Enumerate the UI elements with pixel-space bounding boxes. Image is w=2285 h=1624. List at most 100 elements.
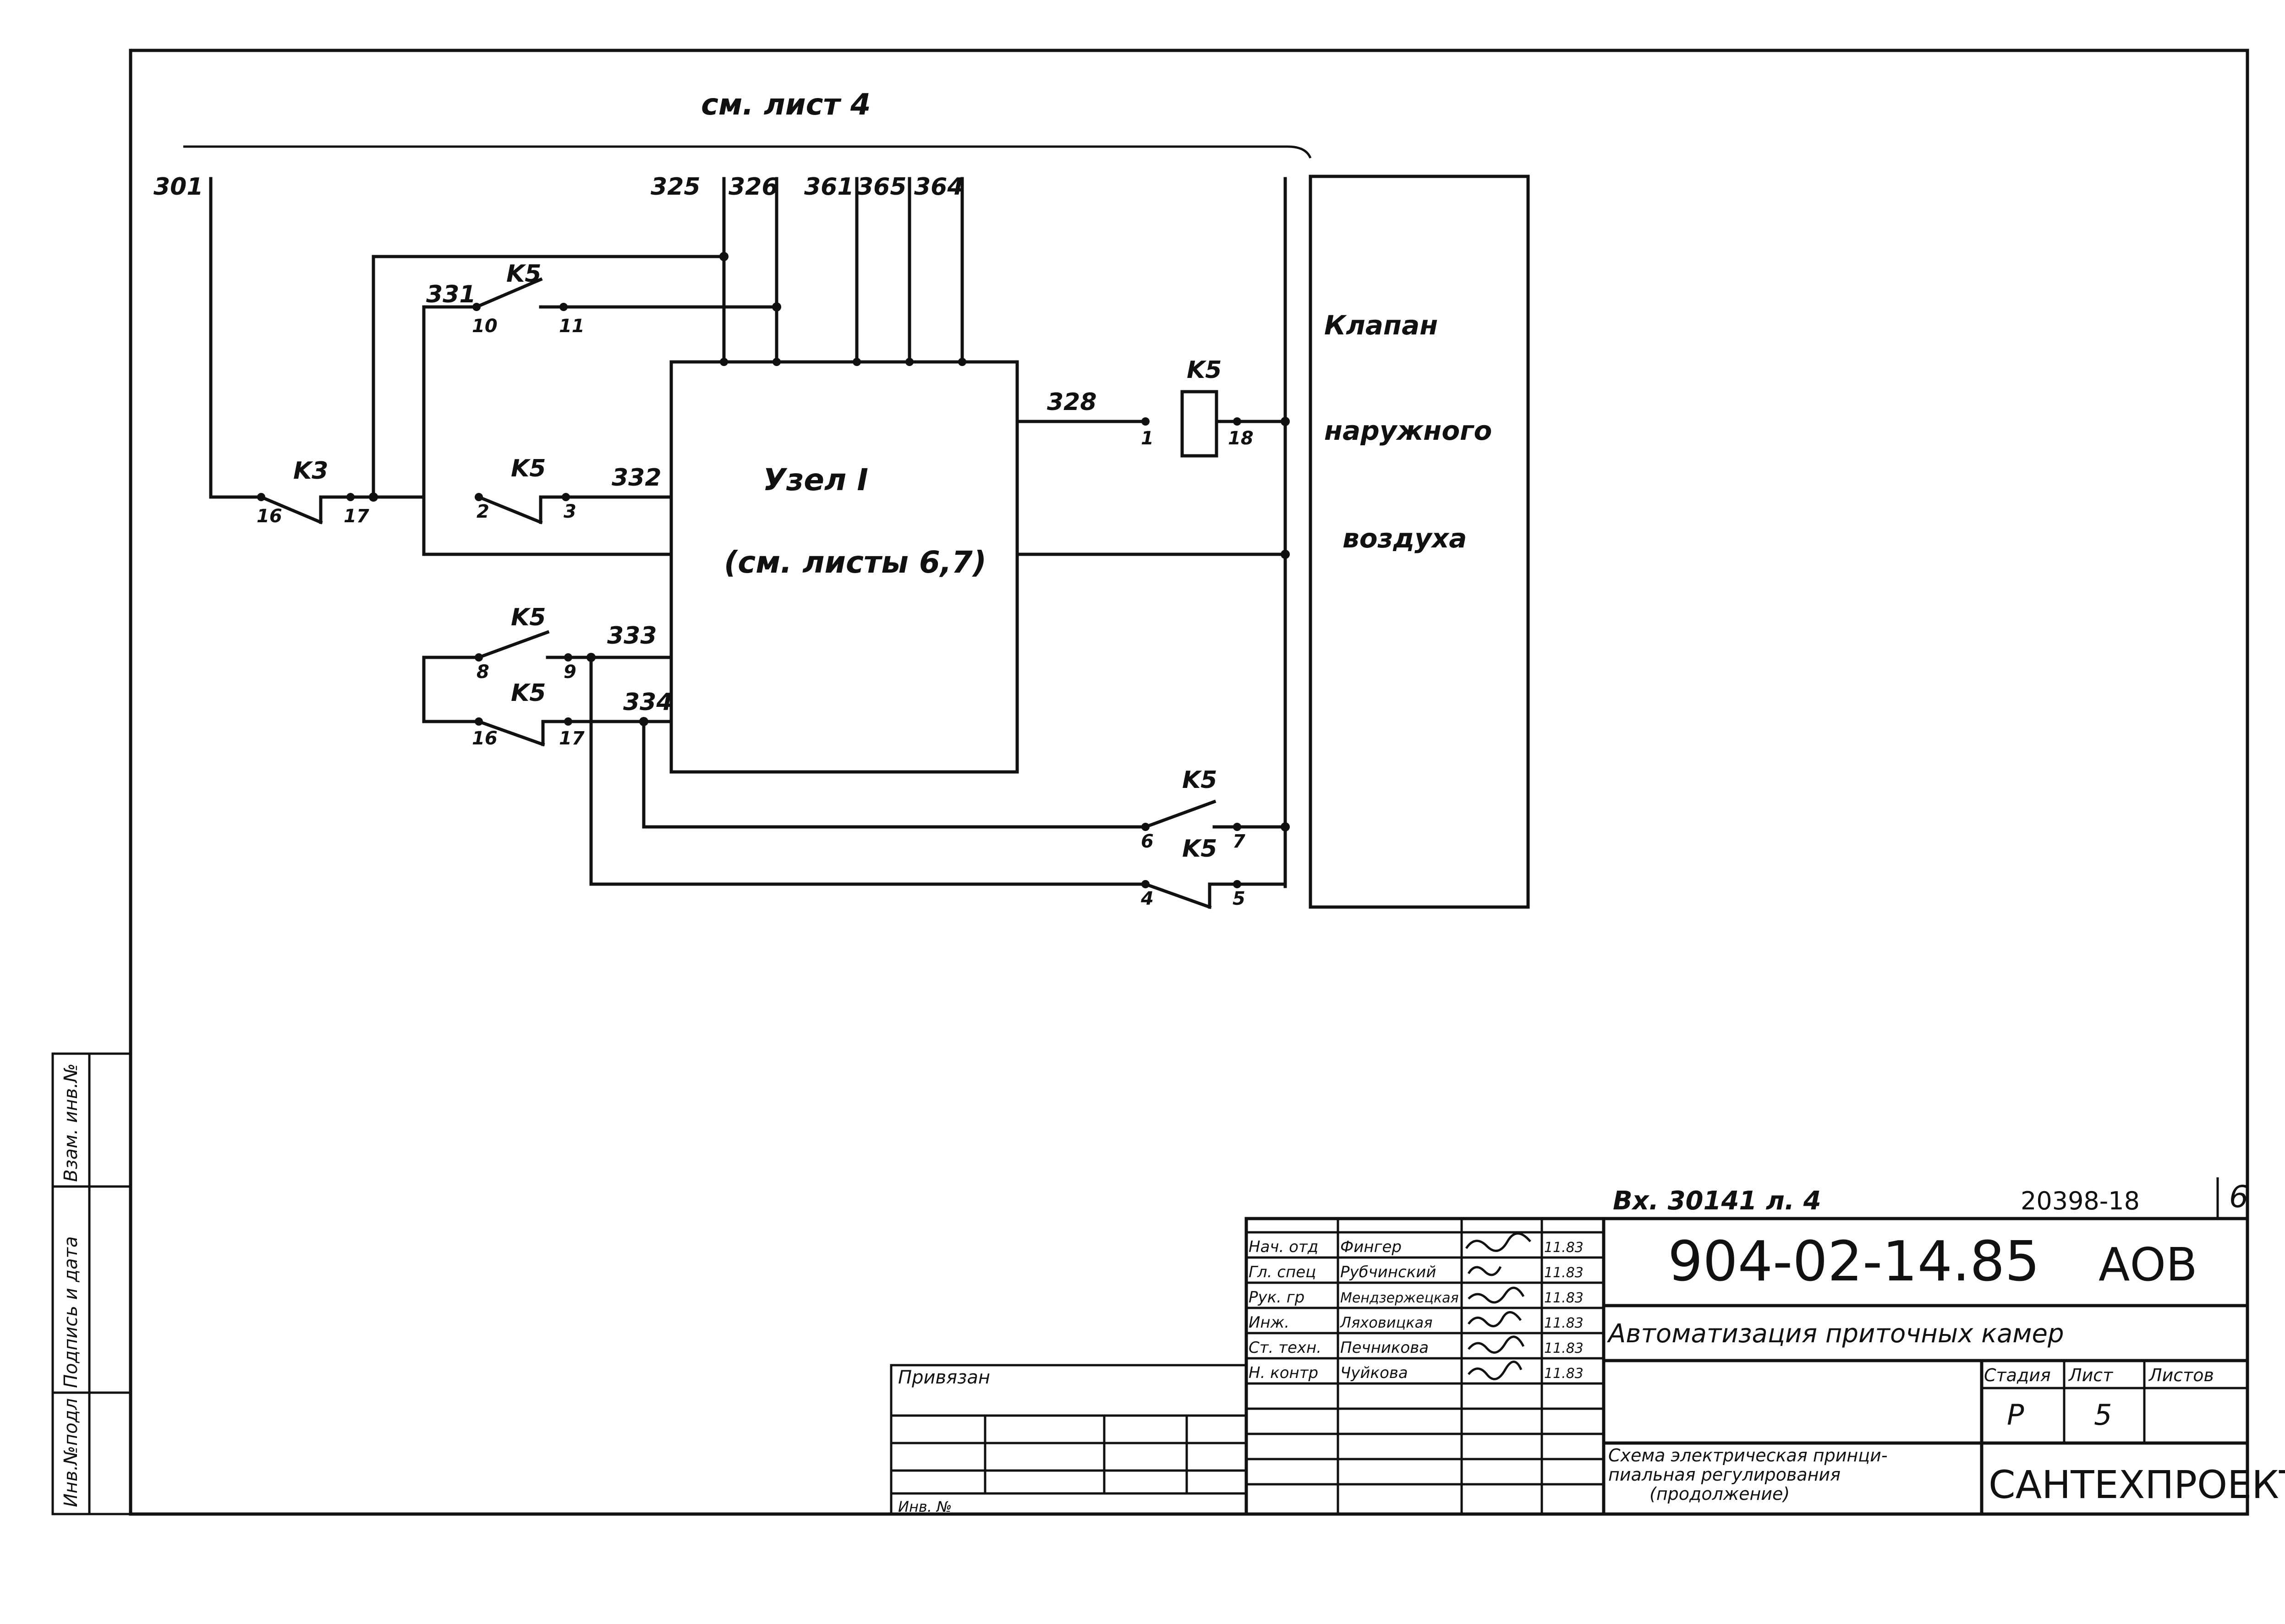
drawing-title-1: Схема электрическая принци- xyxy=(1608,1445,1888,1465)
svg-text:Печникова: Печникова xyxy=(1340,1339,1429,1357)
wire-331: 331 xyxy=(426,281,476,308)
node-title: Узел I xyxy=(763,462,868,498)
staff-row: Гл. спец Рубчинский 11.83 xyxy=(1249,1263,1584,1281)
ref-note: Вх. 30141 л. 4 xyxy=(1613,1186,1821,1216)
sheet-head: Лист xyxy=(2068,1365,2114,1385)
wire-365: 365 xyxy=(857,173,907,201)
junction-dots xyxy=(257,252,1290,888)
svg-text:Н. контр: Н. контр xyxy=(1249,1364,1318,1382)
side-stamp: Инв.№подл Подпись и дата Взам. инв.№ xyxy=(51,1052,132,1515)
pin-17b: 17 xyxy=(559,728,585,749)
svg-text:Фингер: Фингер xyxy=(1340,1238,1402,1256)
relay-k5-mid: K5 xyxy=(511,455,546,482)
pin-10: 10 xyxy=(472,316,498,337)
doc-code: 904-02-14.85 xyxy=(1668,1230,2040,1294)
relay-k5-top: K5 xyxy=(506,260,541,288)
pin-6: 6 xyxy=(1141,831,1154,852)
svg-text:Нач. отд: Нач. отд xyxy=(1249,1238,1318,1256)
svg-text:Инж.: Инж. xyxy=(1249,1313,1289,1332)
wire-364: 364 xyxy=(914,173,964,201)
pin-3: 3 xyxy=(564,501,576,522)
k5-contact-2-3 xyxy=(477,495,568,525)
svg-text:Ляховицкая: Ляховицкая xyxy=(1340,1314,1432,1331)
pin-7: 7 xyxy=(1233,831,1245,852)
k3-contact xyxy=(259,495,352,525)
node-ref: (см. листы 6,7) xyxy=(724,545,986,580)
relay-k3: K3 xyxy=(293,457,328,485)
svg-text:11.83: 11.83 xyxy=(1544,1290,1584,1306)
staff-row: Инж. Ляховицкая 11.83 xyxy=(1249,1313,1584,1332)
staff-row: Ст. техн. Печникова 11.83 xyxy=(1249,1339,1584,1357)
staff-row: Н. контр Чуйкова 11.83 xyxy=(1249,1364,1584,1382)
drawing-title-2: пиальная регулирования xyxy=(1608,1465,1841,1485)
svg-text:11.83: 11.83 xyxy=(1544,1315,1584,1331)
valve-line2: наружного xyxy=(1324,415,1492,446)
title-block: Вх. 30141 л. 4 20398-18 6 xyxy=(890,1177,2285,1516)
stage-head: Стадия xyxy=(1984,1365,2051,1385)
signatures xyxy=(1465,1232,1531,1380)
staff-row: Рук. гр Мендзержецкая 11.83 xyxy=(1249,1288,1584,1307)
svg-text:Рук. гр: Рук. гр xyxy=(1249,1288,1304,1307)
doc-suffix: АОВ xyxy=(2099,1238,2197,1291)
wire-361: 361 xyxy=(804,173,854,201)
pin-4: 4 xyxy=(1140,888,1154,909)
header-bracket xyxy=(183,145,1312,159)
sheet-corner-number: 6 xyxy=(2229,1179,2248,1214)
svg-text:Ст. техн.: Ст. техн. xyxy=(1249,1339,1321,1357)
pin-9: 9 xyxy=(564,662,576,683)
sheets-head: Листов xyxy=(2148,1365,2214,1385)
relay-k5-br2: K5 xyxy=(1182,835,1217,863)
pin-16b: 16 xyxy=(472,728,498,749)
wire-325: 325 xyxy=(651,173,701,201)
valve-line1: Клапан xyxy=(1324,310,1438,341)
feeder-lines xyxy=(209,177,1287,888)
stamp-sign-label: Подпись и дата xyxy=(60,1236,82,1388)
stage-value: Р xyxy=(2007,1398,2024,1432)
k5-contact-8-9 xyxy=(477,630,570,660)
pin-1: 1 xyxy=(1141,428,1154,449)
svg-text:Мендзержецкая: Мендзержецкая xyxy=(1340,1290,1459,1306)
staff-row: Нач. отд Фингер 11.83 xyxy=(1249,1238,1584,1256)
pin-16a: 16 xyxy=(257,506,282,527)
svg-text:11.83: 11.83 xyxy=(1544,1240,1584,1256)
valve-line3: воздуха xyxy=(1343,523,1467,554)
relay-k5-br1: K5 xyxy=(1182,766,1217,794)
wire-334: 334 xyxy=(623,689,673,716)
pin-2: 2 xyxy=(477,501,489,522)
relay-k5-b: K5 xyxy=(511,679,546,707)
svg-text:Рубчинский: Рубчинский xyxy=(1340,1263,1436,1281)
relay-k5-coil: K5 xyxy=(1187,356,1222,384)
pin-17a: 17 xyxy=(344,506,369,527)
valve-block xyxy=(1309,175,1530,909)
wire-301: 301 xyxy=(153,173,203,201)
bound-label: Привязан xyxy=(898,1367,990,1388)
archive-number: 20398-18 xyxy=(2021,1187,2140,1215)
svg-text:11.83: 11.83 xyxy=(1544,1265,1584,1281)
drawing-title-3: (продолжение) xyxy=(1649,1484,1790,1504)
sheet-value: 5 xyxy=(2094,1398,2112,1432)
wire-332: 332 xyxy=(612,464,662,492)
pin-5: 5 xyxy=(1233,888,1245,909)
stamp-inv-label: Инв.№подл xyxy=(60,1398,82,1507)
pin-11: 11 xyxy=(559,316,585,337)
wire-328: 328 xyxy=(1047,388,1097,416)
k5-contact-16-17 xyxy=(477,719,570,747)
svg-text:11.83: 11.83 xyxy=(1544,1366,1584,1382)
relay-k5-a: K5 xyxy=(511,604,546,631)
pin-8: 8 xyxy=(477,662,489,683)
project-title: Автоматизация приточных камер xyxy=(1607,1319,2064,1349)
org-name: САНТЕХПРОЕКТ xyxy=(1989,1462,2285,1507)
pin-18: 18 xyxy=(1228,428,1254,449)
svg-text:Чуйкова: Чуйкова xyxy=(1340,1364,1408,1382)
svg-text:Гл. спец: Гл. спец xyxy=(1249,1263,1316,1281)
node-block xyxy=(669,360,1019,774)
wire-333: 333 xyxy=(607,622,657,650)
see-sheet-label: см. лист 4 xyxy=(701,88,871,122)
svg-text:11.83: 11.83 xyxy=(1544,1340,1584,1356)
stamp-replace-label: Взам. инв.№ xyxy=(60,1063,82,1182)
wire-326: 326 xyxy=(729,173,778,201)
circuit-wires xyxy=(209,255,1287,886)
inv-label: Инв. № xyxy=(898,1498,952,1515)
k5-coil xyxy=(1180,390,1218,458)
